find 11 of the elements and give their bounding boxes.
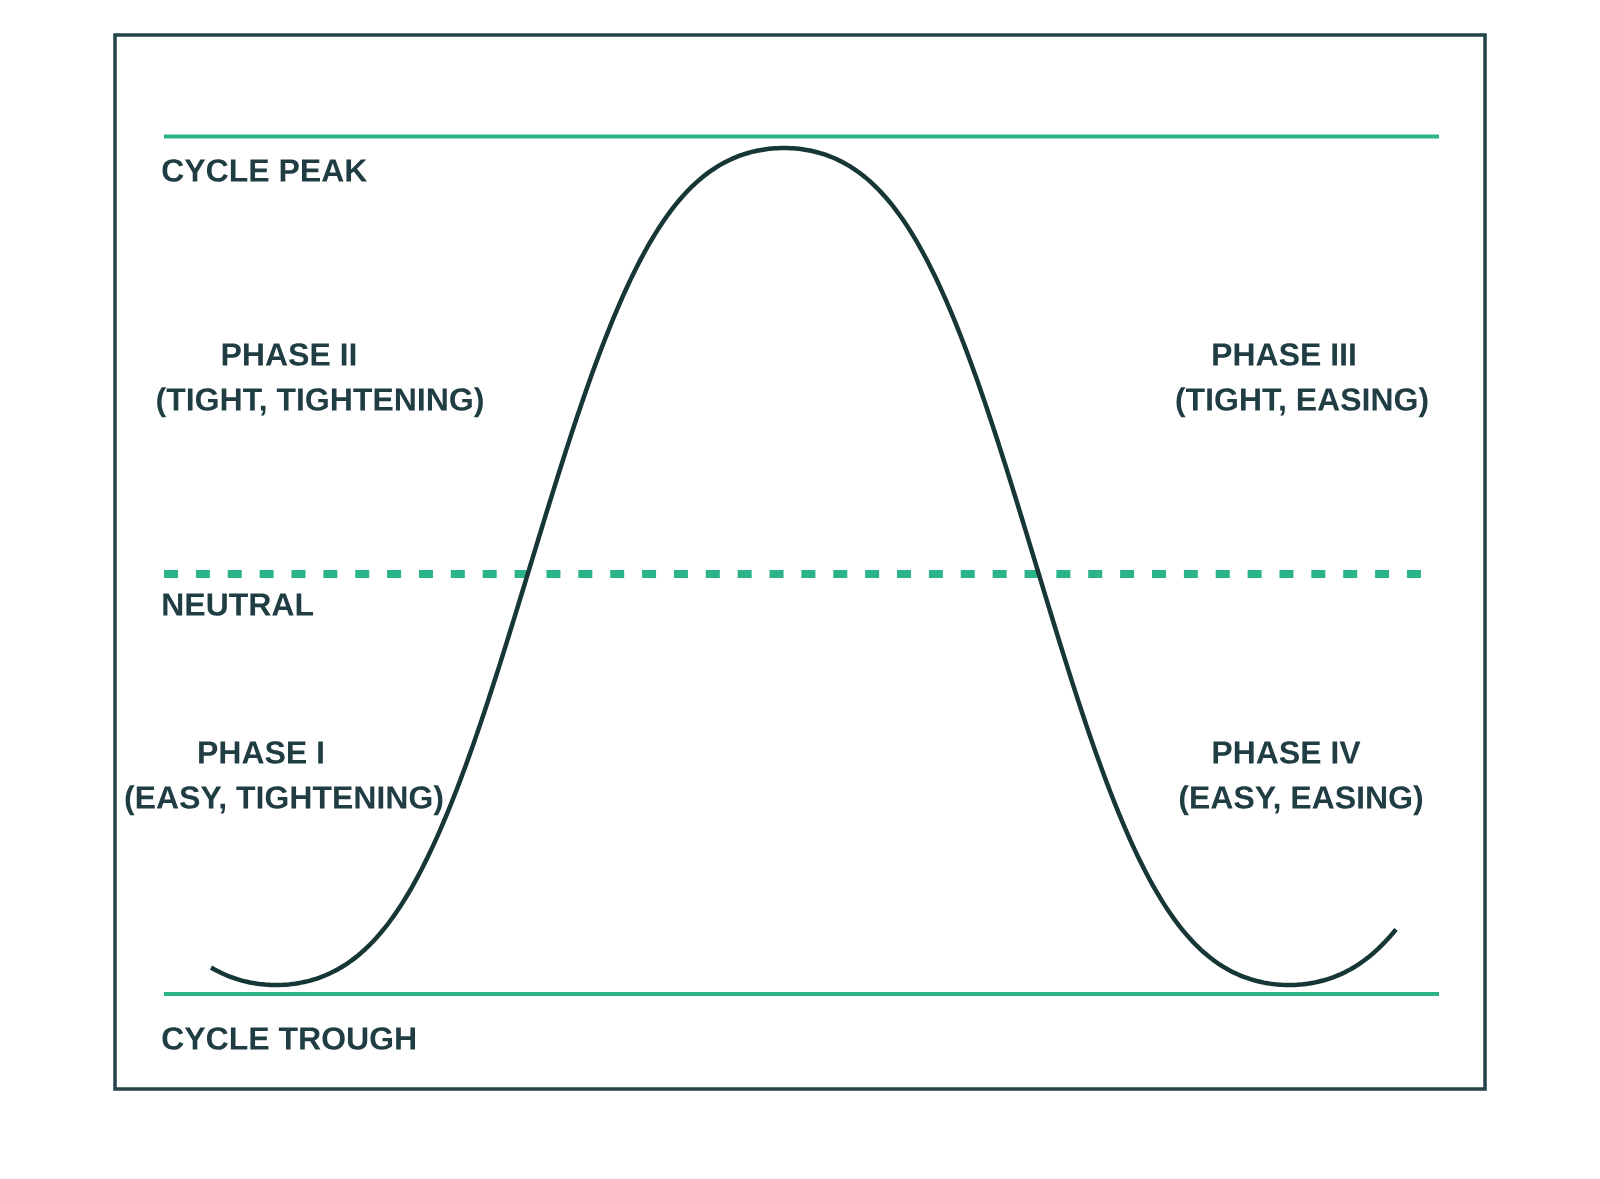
- phase-label: PHASE III: [1213, 343, 1355, 366]
- level-label: CYCLE PEAK: [162, 159, 368, 182]
- phase-description: (TIGHT, TIGHTENING): [157, 387, 483, 418]
- phase-description: (EASY, TIGHTENING): [125, 785, 443, 816]
- phase-label: PHASE II: [222, 343, 356, 366]
- phase-label: PHASE IV: [1213, 741, 1361, 764]
- phase-description: (TIGHT, EASING): [1176, 387, 1428, 418]
- phase-description: (EASY, EASING): [1179, 785, 1423, 816]
- level-label: NEUTRAL: [163, 593, 314, 616]
- level-label: CYCLE TROUGH: [162, 1027, 415, 1050]
- phase-label: PHASE I: [199, 741, 323, 764]
